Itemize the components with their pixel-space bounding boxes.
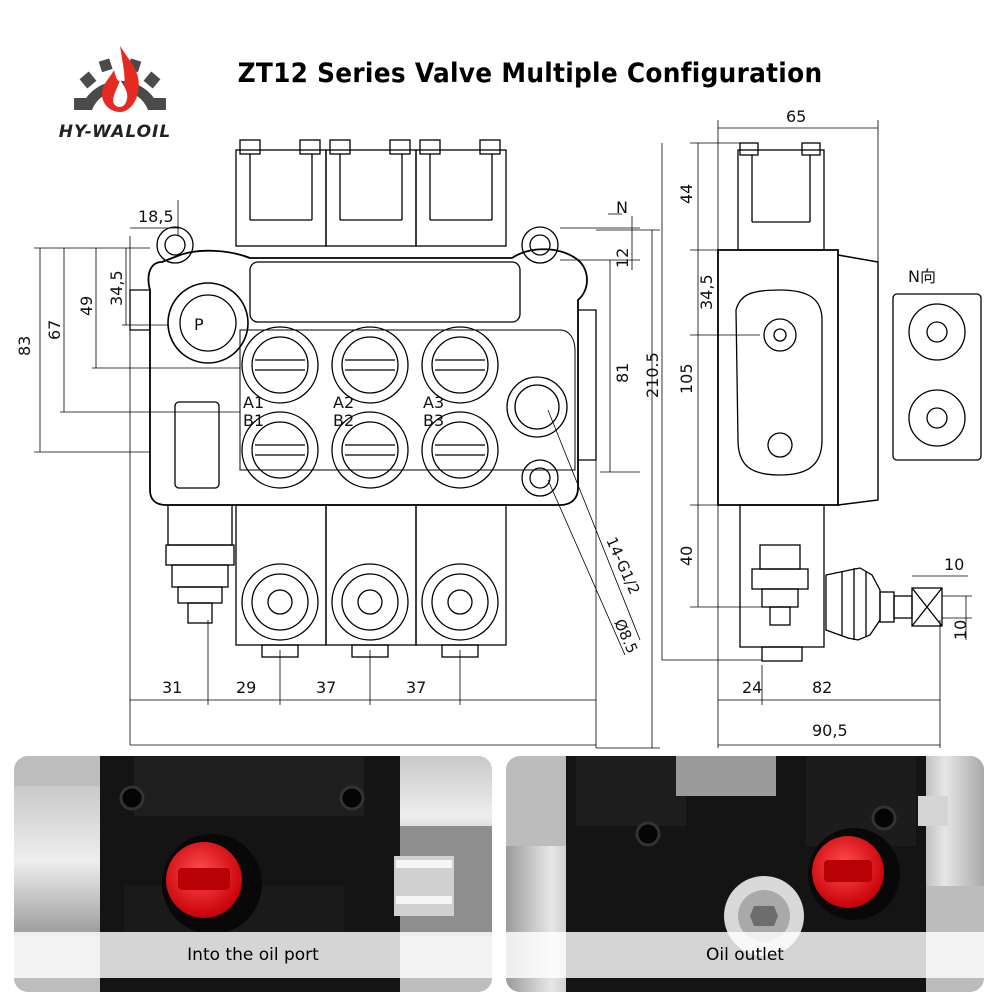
- port-label-b1: B1: [243, 411, 264, 430]
- detail-label-n: N向: [908, 267, 936, 286]
- port-label-p: P: [194, 315, 204, 334]
- technical-drawing: P A1 A2 A3 B1 B2 B3 18,5 N 83 67 49 34,5…: [15, 107, 982, 749]
- port-label-b2: B2: [333, 411, 354, 430]
- dim-67: 67: [45, 320, 64, 340]
- port-label-a3: A3: [423, 393, 444, 412]
- dim-thread: 14-G1/2: [602, 534, 643, 597]
- port-label-a2: A2: [333, 393, 354, 412]
- dim-12: 12: [613, 248, 632, 268]
- logo-text: HY-WALOIL: [58, 122, 172, 142]
- photo-inlet: Into the oil port: [14, 756, 492, 992]
- dim-34-5: 34,5: [107, 270, 126, 306]
- dim-hole: Ø8.5: [610, 616, 641, 656]
- dim-83: 83: [15, 336, 34, 356]
- dim-82: 82: [812, 678, 832, 697]
- port-label-b3: B3: [423, 411, 444, 430]
- dim-105: 105: [677, 363, 696, 394]
- side-view: [717, 142, 982, 662]
- dim-31: 31: [162, 678, 182, 697]
- page-title: ZT12 Series Valve Multiple Configuration: [237, 58, 823, 89]
- dim-18-5: 18,5: [138, 207, 174, 226]
- dim-37-a: 37: [316, 678, 336, 697]
- dim-90-5: 90,5: [812, 721, 848, 740]
- dim-lever-10-b: 10: [951, 620, 970, 640]
- dim-81: 81: [613, 363, 632, 383]
- dim-37-b: 37: [406, 678, 426, 697]
- dim-49: 49: [77, 296, 96, 316]
- port-label-a1: A1: [243, 393, 264, 412]
- dim-lever-10-a: 10: [944, 555, 964, 574]
- spool-housings: [235, 504, 507, 658]
- photo-outlet: Oil outlet: [506, 756, 984, 992]
- work-ports: [241, 326, 499, 489]
- dim-40: 40: [677, 546, 696, 566]
- dim-44: 44: [677, 184, 696, 204]
- relief-valve: [165, 504, 235, 624]
- photo-inlet-caption: Into the oil port: [14, 932, 492, 978]
- dim-65: 65: [786, 107, 806, 126]
- dim-side-34-5: 34,5: [697, 274, 716, 310]
- dim-29: 29: [236, 678, 256, 697]
- dim-210-5: 210.5: [643, 352, 662, 398]
- flame-icon: [102, 46, 139, 112]
- dim-24: 24: [742, 678, 762, 697]
- view-marker-n: N: [616, 198, 628, 217]
- photo-outlet-caption: Oil outlet: [506, 932, 984, 978]
- actuator-caps: [235, 139, 507, 247]
- brand-logo: [74, 46, 166, 112]
- valve-body: [147, 248, 588, 506]
